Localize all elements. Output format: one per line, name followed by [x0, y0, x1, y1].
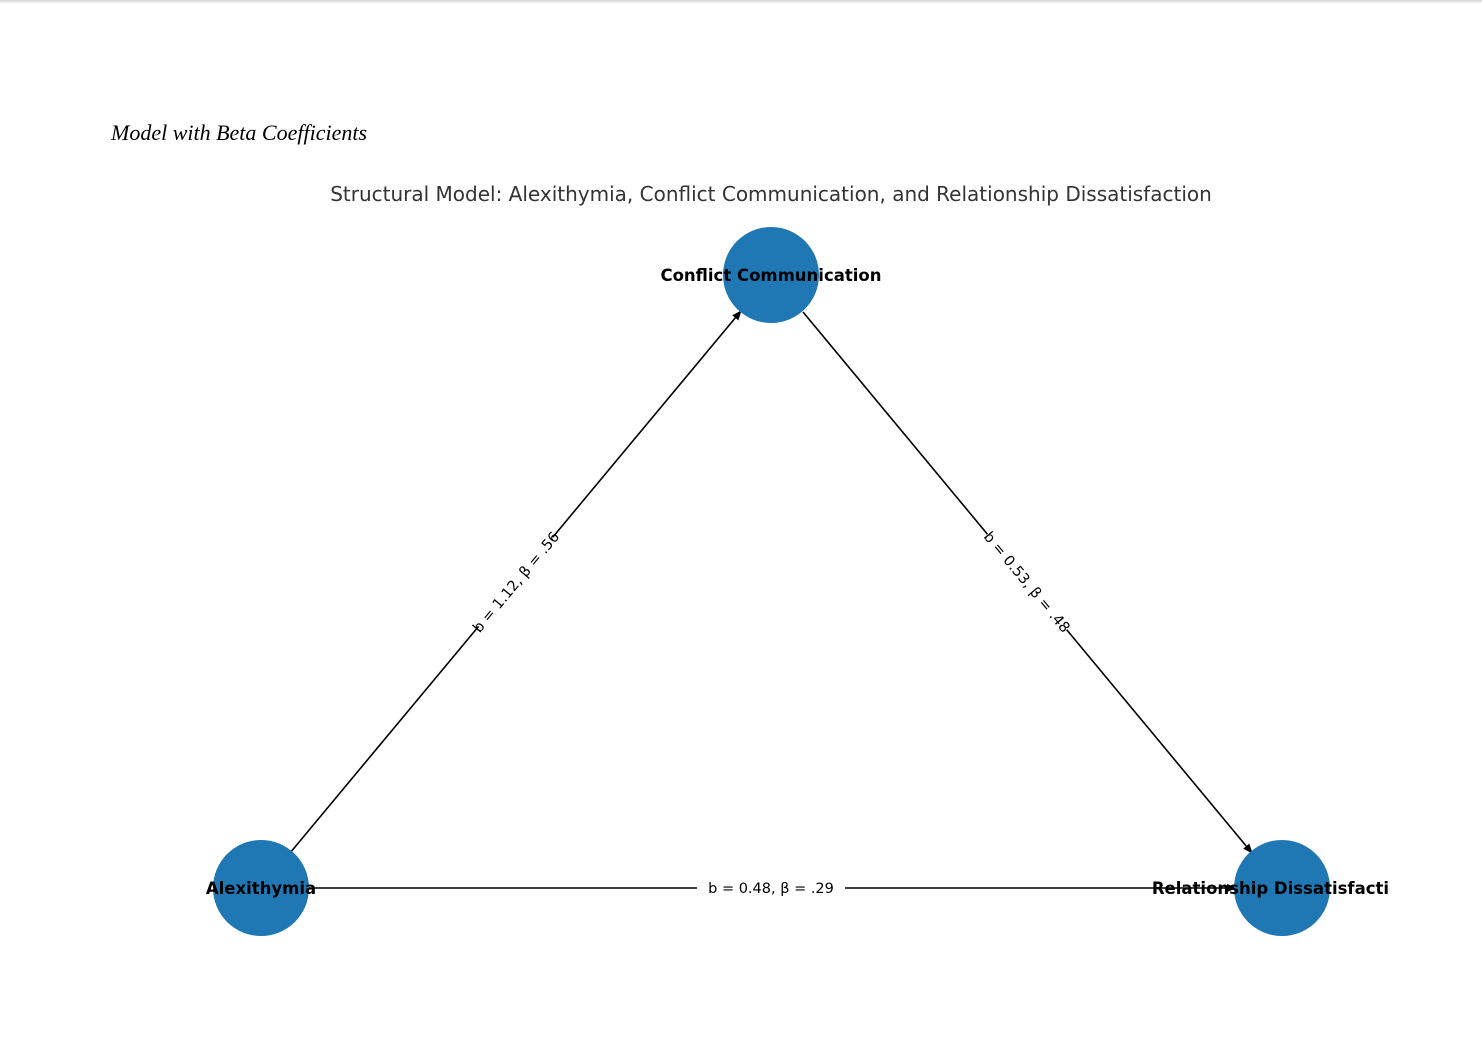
node-label-relationship-dissatisfaction: Relationship Dissatisfaction	[1152, 879, 1412, 898]
edge-label-group-2: b = 0.53, β = .48	[979, 527, 1075, 637]
edge-label-background	[697, 878, 845, 898]
top-border	[0, 0, 1482, 3]
figure-title: Structural Model: Alexithymia, Conflict …	[330, 182, 1212, 206]
document-heading: Model with Beta Coefficients	[111, 120, 368, 145]
node-relationship-dissatisfaction	[1234, 840, 1330, 936]
edge-label-conflict-dissatisfaction: b = 0.53, β = .48	[980, 529, 1073, 636]
edge-label-background	[471, 531, 561, 633]
edge-label-background	[979, 527, 1075, 637]
node-label-conflict-communication: Conflict Communication	[660, 266, 881, 285]
node-conflict-communication	[723, 227, 819, 323]
node-alexithymia	[213, 840, 309, 936]
edge-label-group-3: b = 0.48, β = .29	[697, 878, 845, 898]
edge-label-alexithymia-dissatisfaction: b = 0.48, β = .29	[708, 881, 834, 897]
edge-label-group-1: b = 1.12, β = .56	[470, 529, 563, 636]
node-label-alexithymia: Alexithymia	[206, 879, 316, 898]
edge-label-alexithymia-conflict: b = 1.12, β = .56	[470, 529, 563, 636]
